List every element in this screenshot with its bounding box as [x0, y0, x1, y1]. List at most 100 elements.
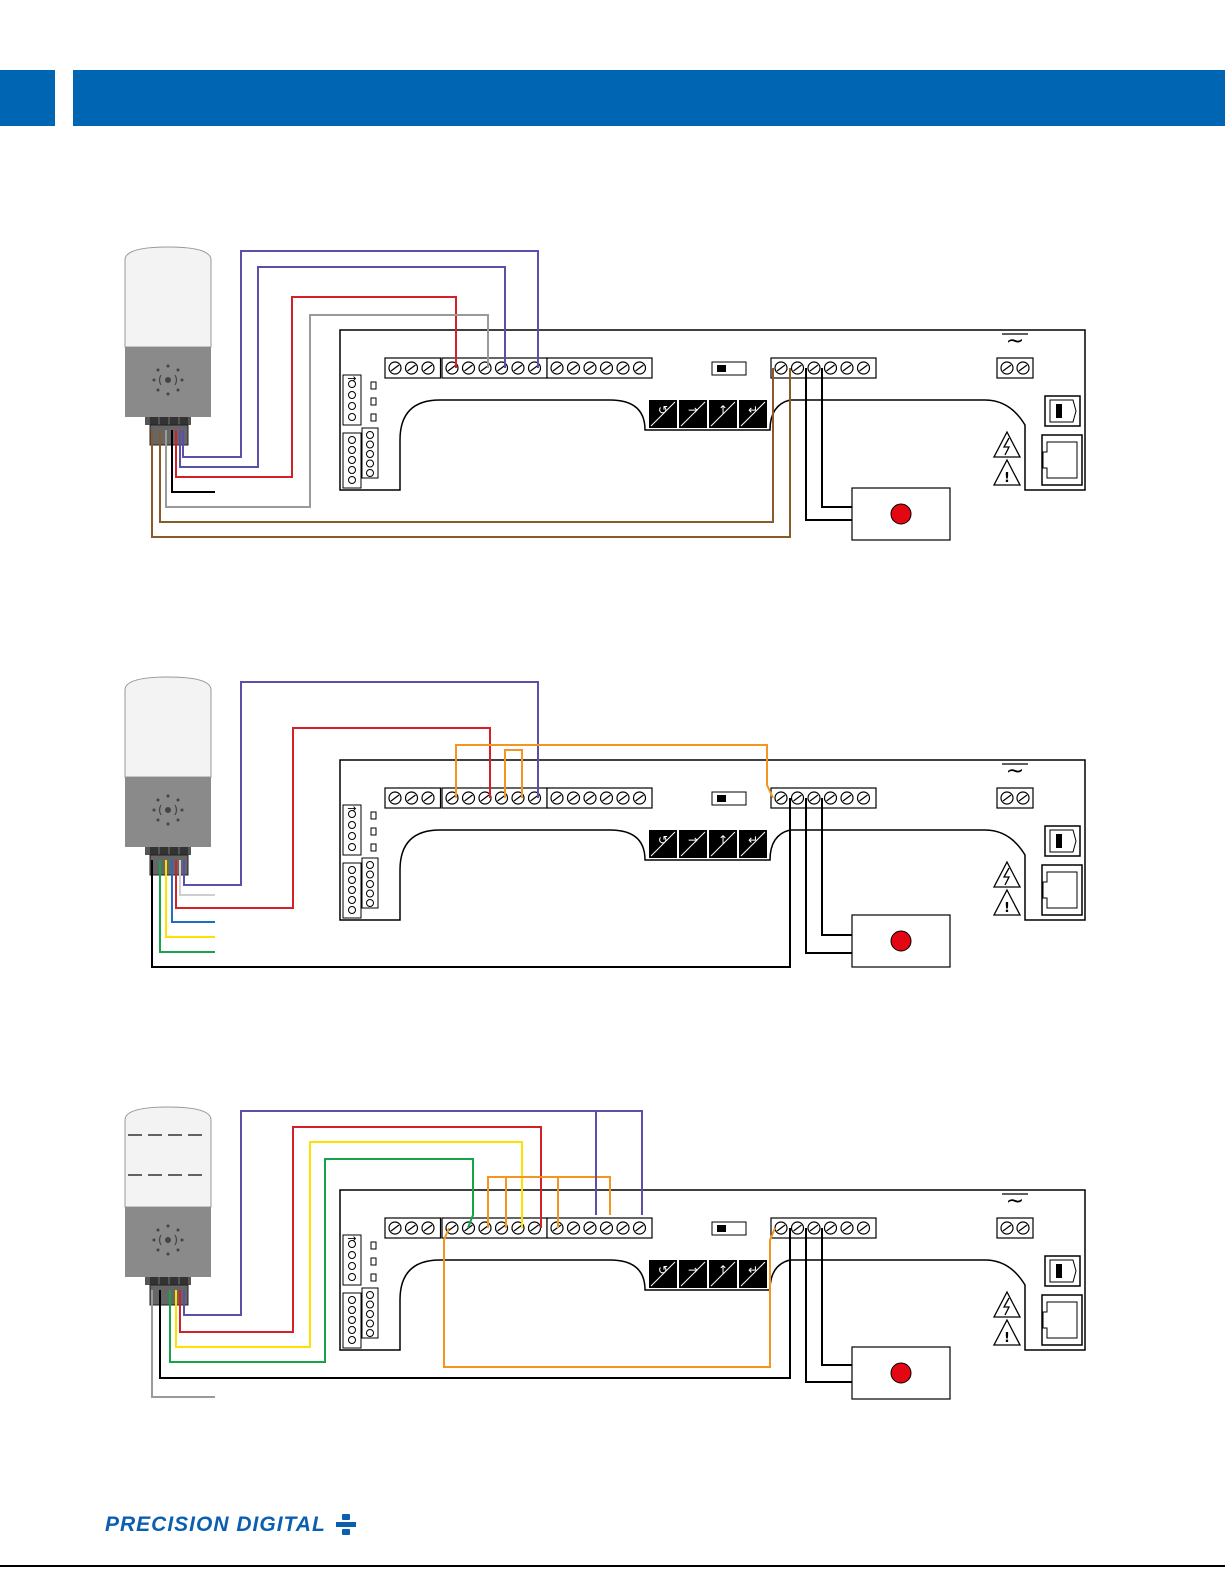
terminal-screw: [529, 1222, 541, 1234]
terminal-screw: [775, 792, 787, 804]
tower-connector: [150, 855, 188, 875]
terminal-screw: [601, 362, 613, 374]
header-bar: [73, 70, 1225, 126]
header-square: [0, 70, 55, 126]
ac-symbol: ~: [1006, 759, 1024, 784]
terminal-screw: [617, 362, 629, 374]
tower-light: [125, 247, 211, 445]
terminal-screw: [792, 1222, 804, 1234]
enter-key[interactable]: ↵: [739, 830, 767, 858]
terminal-screw: [617, 1222, 629, 1234]
right-key[interactable]: →: [679, 830, 707, 858]
up-key[interactable]: ↑: [709, 830, 737, 858]
d3-svg: ~→↺→↑↵!: [0, 1095, 1225, 1435]
up-key[interactable]: ↑: [709, 400, 737, 428]
terminal-screw: [841, 1222, 853, 1234]
shock-warning-icon: [994, 862, 1020, 887]
svg-text:→: →: [347, 1232, 356, 1245]
svg-text:→: →: [347, 802, 356, 815]
terminal-screw: [406, 1222, 418, 1234]
menu-key[interactable]: ↺: [649, 1260, 677, 1288]
divide-logo-icon: [336, 1514, 356, 1536]
bottom-rule: [0, 1565, 1225, 1567]
terminal-screw: [422, 1222, 434, 1234]
pushbutton-station: [852, 915, 950, 967]
terminal-screw: [1001, 1222, 1013, 1234]
terminal-screw: [808, 362, 820, 374]
svg-text:↑: ↑: [718, 833, 728, 847]
terminal-screw: [551, 362, 563, 374]
diagram-3-canvas: ~→↺→↑↵!: [0, 1095, 1225, 1435]
terminal-screw: [808, 1222, 820, 1234]
svg-text:!: !: [1004, 471, 1010, 486]
terminal-screw: [463, 792, 475, 804]
red-button-icon: [891, 504, 911, 524]
svg-text:↺: ↺: [658, 403, 668, 417]
terminal-screw: [1017, 362, 1029, 374]
terminal-screw: [1017, 792, 1029, 804]
shock-warning-icon: [994, 432, 1020, 457]
pushbutton-station: [852, 1347, 950, 1399]
meter-board: ~ → ↺ → ↑ ↵!: [340, 759, 1085, 920]
svg-text:→: →: [688, 1263, 698, 1277]
terminal-screw: [389, 1222, 401, 1234]
terminal-screw: [634, 1222, 646, 1234]
tower-light: [125, 677, 211, 875]
red-button-icon: [891, 1363, 911, 1383]
terminal-screw: [479, 362, 491, 374]
terminal-screw: [775, 362, 787, 374]
svg-text:↺: ↺: [658, 833, 668, 847]
terminal-screw: [568, 792, 580, 804]
ac-symbol: ~: [1006, 329, 1024, 354]
menu-key[interactable]: ↺: [649, 400, 677, 428]
terminal-screw: [825, 1222, 837, 1234]
pushbutton-station: [852, 488, 950, 540]
terminal-screw: [1017, 1222, 1029, 1234]
terminal-screw: [479, 1222, 491, 1234]
terminal-screw: [422, 362, 434, 374]
tower-light: [125, 1107, 211, 1305]
svg-text:↵: ↵: [748, 403, 758, 417]
terminal-screw: [601, 1222, 613, 1234]
terminal-screw: [792, 792, 804, 804]
svg-text:!: !: [1004, 901, 1010, 916]
brand-name: PRECISION DIGITAL: [105, 1513, 326, 1537]
terminal-screw: [841, 792, 853, 804]
tower-lens: [125, 247, 211, 347]
terminal-screw: [634, 792, 646, 804]
tower-lens: [125, 677, 211, 777]
menu-key[interactable]: ↺: [649, 830, 677, 858]
terminal-screw: [775, 1222, 787, 1234]
terminal-screw: [601, 792, 613, 804]
caution-warning-icon: !: [994, 890, 1020, 916]
tower-lens: [125, 1107, 211, 1207]
terminal-screw: [617, 792, 629, 804]
diagram-2-canvas: ~ → ↺ → ↑ ↵!: [0, 665, 1225, 1005]
svg-text:↵: ↵: [748, 833, 758, 847]
up-key[interactable]: ↑: [709, 1260, 737, 1288]
caution-warning-icon: !: [994, 460, 1020, 486]
meter-board: ~→↺→↑↵!: [340, 329, 1085, 490]
terminal-screw: [858, 1222, 870, 1234]
svg-text:↑: ↑: [718, 1263, 728, 1277]
terminal-screw: [1001, 792, 1013, 804]
terminal-screw: [389, 792, 401, 804]
right-key[interactable]: →: [679, 400, 707, 428]
terminal-screw: [858, 362, 870, 374]
terminal-screw: [568, 1222, 580, 1234]
footer-logo: PRECISION DIGITAL: [105, 1510, 356, 1540]
terminal-screw: [584, 1222, 596, 1234]
terminal-screw: [568, 362, 580, 374]
d2-svg: ~ → ↺ → ↑ ↵!: [0, 665, 1225, 1005]
terminal-screw: [841, 362, 853, 374]
right-key[interactable]: →: [679, 1260, 707, 1288]
enter-key[interactable]: ↵: [739, 1260, 767, 1288]
terminal-screw: [584, 792, 596, 804]
terminal-screw: [808, 792, 820, 804]
terminal-screw: [389, 362, 401, 374]
terminal-screw: [463, 362, 475, 374]
enter-key[interactable]: ↵: [739, 400, 767, 428]
terminal-screw: [858, 792, 870, 804]
svg-text:!: !: [1004, 1331, 1010, 1346]
d1-svg: ~→↺→↑↵!: [0, 235, 1225, 575]
